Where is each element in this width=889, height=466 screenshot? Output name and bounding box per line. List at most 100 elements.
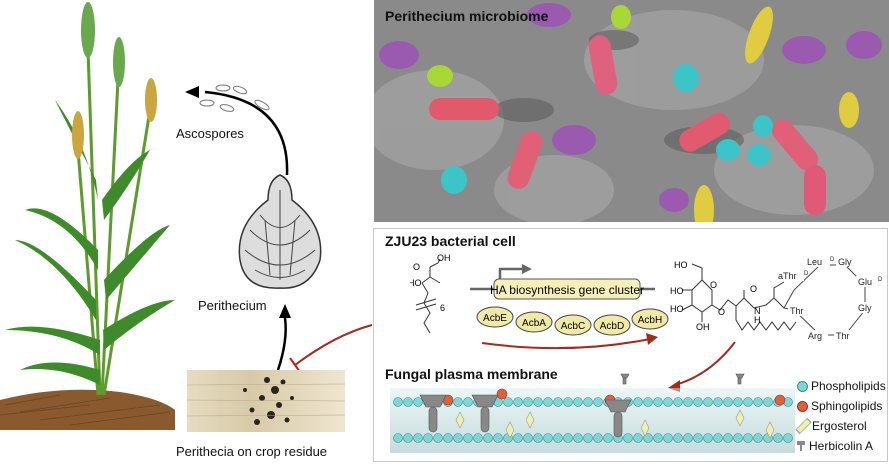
herbicolin-molecules — [419, 373, 745, 438]
phospholipid-head — [493, 433, 503, 443]
phospholipid-head — [663, 397, 673, 407]
phospholipid-head — [633, 433, 643, 443]
gene-acbh: AcbH — [638, 315, 662, 326]
phospholipid-head — [513, 433, 523, 443]
residue-thr: Thr — [836, 331, 850, 341]
legend-item-herbicolin-a: Herbicolin A — [797, 436, 887, 456]
residue-arg: Arg — [808, 331, 822, 341]
phospholipid-head — [573, 433, 583, 443]
phospholipid-head — [423, 433, 433, 443]
fungal-membrane-diagram — [390, 341, 795, 453]
gene-acbe: AcbE — [483, 313, 507, 324]
d-superscript: D — [878, 277, 883, 283]
residue-thr: Thr — [790, 306, 804, 316]
phospholipid-head — [403, 433, 413, 443]
phospholipid-head — [653, 433, 663, 443]
phospholipid-head — [533, 433, 543, 443]
phospholipid-head — [513, 397, 523, 407]
ergosterol-molecule — [525, 411, 535, 429]
phospholipid-head — [573, 397, 583, 407]
phospholipid-head — [653, 397, 663, 407]
phospholipid-head — [623, 433, 633, 443]
sphingolipid-icon — [797, 400, 808, 412]
herbicolin-icon — [797, 441, 805, 451]
legend-label: Ergosterol — [812, 419, 867, 433]
ergosterol-molecule — [735, 409, 745, 427]
phospholipid-head — [453, 433, 463, 443]
gene-cluster-diagram: HA biosynthesis gene cluster AcbE AcbA A… — [470, 264, 669, 350]
phospholipid-head — [503, 397, 513, 407]
legend-item-phospholipids: Phospholipids — [797, 376, 887, 396]
phospholipid-head — [593, 433, 603, 443]
phospholipid-head — [713, 397, 723, 407]
o-text: O — [750, 284, 757, 294]
gene-acbc: AcbC — [561, 321, 585, 332]
phospholipid-head — [473, 433, 483, 443]
ho-text: HO — [674, 260, 688, 270]
action-arrow — [674, 341, 736, 386]
residue-gly: Gly — [838, 257, 852, 267]
ergosterol-molecule — [640, 419, 650, 437]
ascospore-cycle-arrow — [185, 84, 289, 176]
d-superscript: D — [830, 257, 835, 263]
ergosterol-molecule — [505, 421, 515, 439]
phospholipid-head — [733, 433, 743, 443]
phospholipid-head — [393, 397, 403, 407]
bacteria-cells — [379, 3, 882, 222]
legend-label: Phospholipids — [811, 379, 886, 393]
phospholipid-head — [523, 397, 533, 407]
herbicolin-a-structure: HO HO HO OH O O O N H Leu Gly Glu Gly Th… — [670, 256, 883, 341]
n-text: N — [754, 306, 761, 316]
phospholipid-head — [693, 433, 703, 443]
phospholipid-head — [723, 397, 733, 407]
phospholipid-head — [553, 433, 563, 443]
inhibition-arrow — [289, 324, 373, 373]
phospholipid-head — [683, 433, 693, 443]
phospholipid-head — [583, 433, 593, 443]
phospholipid-head — [673, 397, 683, 407]
ho-text: HO — [670, 304, 684, 314]
membrane-legend: Phospholipids Sphingolipids Ergosterol H… — [795, 376, 887, 456]
ergosterol-icon — [795, 417, 812, 435]
gene-cluster-box — [493, 278, 641, 300]
ergosterol-molecule — [455, 411, 465, 429]
o-text: O — [710, 280, 717, 290]
phospholipid-head — [433, 433, 443, 443]
phospholipid-head — [403, 397, 413, 407]
oh-text: OH — [696, 322, 710, 332]
legend-label: Sphingolipids — [811, 399, 883, 413]
residue-gly: Gly — [858, 303, 872, 313]
phospholipid-head — [463, 433, 473, 443]
phospholipid-head — [543, 397, 553, 407]
legend-label: Herbicolin A — [809, 439, 874, 453]
phospholipid-head — [563, 397, 573, 407]
fatty-acid-structure: OH O HO 6 — [410, 253, 451, 334]
ho-text: HO — [670, 286, 684, 296]
legend-item-ergosterol: Ergosterol — [795, 416, 887, 436]
gene-acbd: AcbD — [600, 321, 624, 332]
ascospores-icon — [199, 84, 270, 112]
oh-text: OH — [437, 253, 451, 263]
phospholipid-head — [683, 397, 693, 407]
sphingolipid-head — [774, 394, 786, 406]
repeat-text: 6 — [440, 303, 445, 313]
phospholipid-head — [533, 397, 543, 407]
phospholipid-head — [673, 433, 683, 443]
phospholipid-head — [783, 433, 793, 443]
residue-glu: Glu — [858, 277, 872, 287]
phospholipid-head — [453, 397, 463, 407]
phospholipid-head — [733, 397, 743, 407]
legend-item-sphingolipids: Sphingolipids — [797, 396, 887, 416]
phospholipid-head — [703, 433, 713, 443]
phospholipid-head — [713, 433, 723, 443]
phospholipid-head — [463, 397, 473, 407]
perithecium-label: Perithecium — [198, 298, 267, 313]
phospholipid-head — [723, 433, 733, 443]
phospholipid-head — [753, 397, 763, 407]
microbiome-title: Perithecium microbiome — [385, 8, 549, 24]
phospholipid-head — [703, 397, 713, 407]
gene-cluster-label: HA biosynthesis gene cluster — [490, 283, 644, 297]
ergosterol-molecule — [765, 421, 775, 439]
wheat-plant-illustration — [0, 2, 175, 430]
phospholipid-head — [763, 397, 773, 407]
